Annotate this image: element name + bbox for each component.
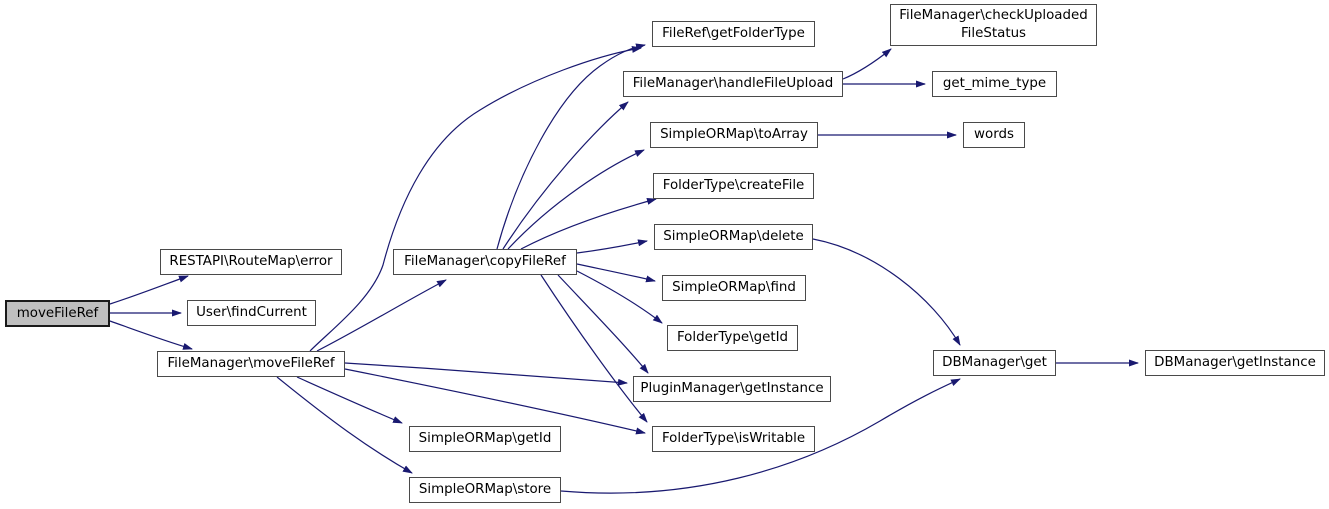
graph-node-toArray[interactable]: SimpleORMap\toArray: [650, 122, 818, 148]
graph-edge-moveFileRef-to-routemap_error: [109, 275, 189, 305]
graph-node-get_mime_type[interactable]: get_mime_type: [932, 71, 1057, 97]
graph-node-so_delete[interactable]: SimpleORMap\delete: [654, 224, 813, 250]
graph-edge-so_delete-to-db_get: [812, 238, 961, 346]
graph-node-pm_getInstance[interactable]: PluginManager\getInstance: [633, 376, 831, 402]
graph-edge-fm_moveFileRef-to-so_getId: [296, 376, 403, 424]
graph-node-so_store[interactable]: SimpleORMap\store: [409, 477, 561, 503]
graph-edge-handleUpload-to-checkStatus: [842, 48, 892, 80]
graph-node-handleUpload[interactable]: FileManager\handleFileUpload: [623, 71, 843, 97]
graph-node-findCurrent[interactable]: User\findCurrent: [187, 300, 316, 326]
graph-edge-fm_copyFileRef-to-createFile: [520, 198, 657, 250]
graph-edge-fm_copyFileRef-to-ft_getId: [576, 270, 663, 324]
graph-node-so_find[interactable]: SimpleORMap\find: [662, 275, 806, 301]
graph-node-isWritable[interactable]: FolderType\isWritable: [652, 426, 815, 452]
graph-node-db_getInstance[interactable]: DBManager\getInstance: [1145, 350, 1325, 376]
graph-edge-fm_copyFileRef-to-so_find: [576, 263, 656, 283]
graph-edge-fm_moveFileRef-to-so_store: [276, 376, 413, 474]
graph-edge-fm_moveFileRef-to-getFolderType: [309, 45, 642, 352]
graph-edge-fm_copyFileRef-to-so_delete: [576, 239, 648, 254]
graph-node-words[interactable]: words: [963, 122, 1025, 148]
graph-node-checkStatus[interactable]: FileManager\checkUploaded FileStatus: [890, 4, 1097, 46]
graph-node-so_getId[interactable]: SimpleORMap\getId: [409, 426, 561, 452]
graph-edge-moveFileRef-to-fm_moveFileRef: [109, 320, 193, 350]
graph-edge-fm_moveFileRef-to-pm_getInstance: [344, 362, 628, 386]
graph-edge-fm_copyFileRef-to-pm_getInstance: [557, 274, 649, 374]
graph-node-db_get[interactable]: DBManager\get: [933, 350, 1056, 376]
graph-edge-so_store-to-db_get: [560, 378, 961, 494]
graph-node-getFolderType[interactable]: FileRef\getFolderType: [652, 21, 815, 47]
graph-edge-fm_copyFileRef-to-isWritable: [540, 274, 648, 423]
graph-edge-fm_copyFileRef-to-toArray: [507, 149, 645, 250]
graph-node-ft_getId[interactable]: FolderType\getId: [667, 325, 798, 351]
graph-edge-fm_copyFileRef-to-getFolderType: [496, 43, 646, 250]
graph-node-fm_copyFileRef[interactable]: FileManager\copyFileRef: [393, 249, 577, 275]
graph-edge-fm_copyFileRef-to-handleUpload: [502, 101, 629, 250]
graph-edge-fm_moveFileRef-to-isWritable: [344, 368, 646, 435]
graph-edge-fm_moveFileRef-to-fm_copyFileRef: [316, 279, 447, 352]
graph-node-moveFileRef: moveFileRef: [5, 300, 110, 327]
graph-node-routemap_error[interactable]: RESTAPI\RouteMap\error: [160, 249, 342, 275]
graph-node-createFile[interactable]: FolderType\createFile: [653, 173, 814, 199]
graph-node-fm_moveFileRef[interactable]: FileManager\moveFileRef: [157, 351, 345, 377]
